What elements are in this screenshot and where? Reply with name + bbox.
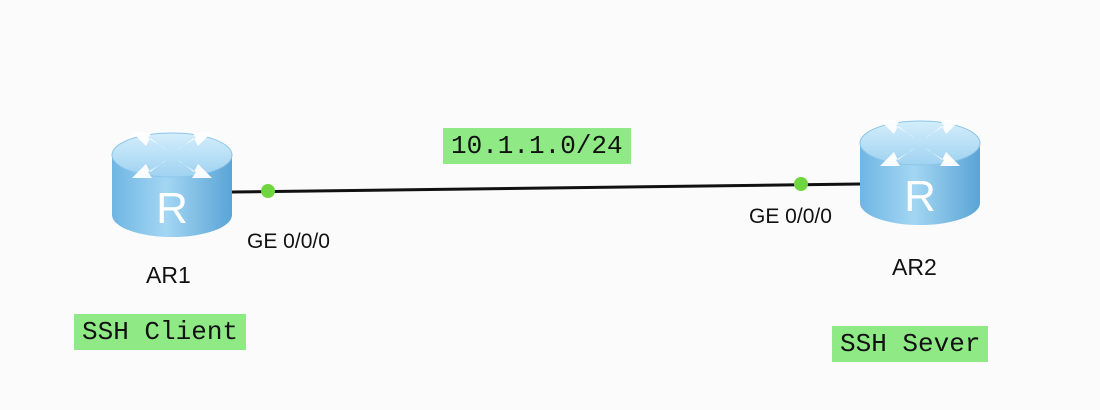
router-icon[interactable]: R xyxy=(111,132,233,237)
network-subnet-tag: 10.1.1.0/24 xyxy=(443,128,631,164)
device-name-ar2: AR2 xyxy=(892,254,937,280)
role-tag-ar2: SSH Sever xyxy=(832,326,989,362)
interface-label-ar2: GE 0/0/0 xyxy=(749,205,832,228)
port-dot-ar1[interactable] xyxy=(261,184,275,198)
device-name-ar1: AR1 xyxy=(146,262,191,288)
interface-label-ar1: GE 0/0/0 xyxy=(247,230,330,253)
port-dot-ar2[interactable] xyxy=(794,177,808,191)
role-tag-ar1: SSH Client xyxy=(74,314,247,350)
ethernet-link[interactable] xyxy=(231,182,861,194)
svg-text:R: R xyxy=(904,172,936,221)
router-icon[interactable]: R xyxy=(859,120,981,225)
svg-text:R: R xyxy=(156,184,188,233)
